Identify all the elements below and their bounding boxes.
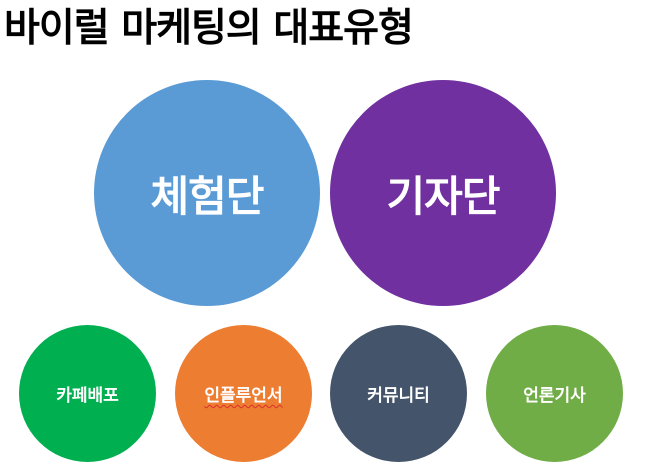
- circle-influencer: 인플루언서: [175, 325, 312, 462]
- circle-label: 기자단: [386, 171, 501, 221]
- circle-label: 체험단: [150, 171, 265, 221]
- slide-title: 바이럴 마케팅의 대표유형: [4, 6, 414, 51]
- circle-label: 인플루언서: [204, 386, 283, 406]
- circle-reporter-group: 기자단: [330, 80, 556, 306]
- circle-label: 카페배포: [56, 386, 119, 406]
- circle-cafe-distribution: 카페배포: [19, 325, 156, 462]
- circle-community: 커뮤니티: [330, 325, 467, 462]
- circle-experience-group: 체험단: [94, 80, 320, 306]
- circle-press-article: 언론기사: [486, 325, 623, 462]
- circle-label: 커뮤니티: [367, 386, 430, 406]
- circle-label: 언론기사: [523, 386, 586, 406]
